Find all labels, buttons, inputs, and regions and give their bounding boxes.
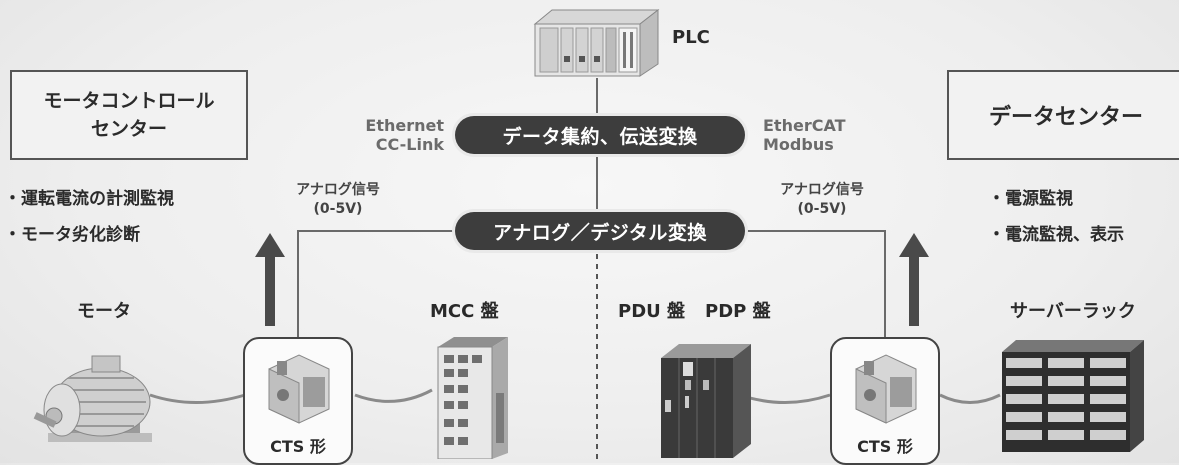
plc-label: PLC <box>672 27 710 48</box>
analog-signal-left-line2: (0-5V) <box>313 201 363 217</box>
mcc-panel-icon <box>432 333 510 460</box>
analog-signal-right: アナログ信号 (0-5V) <box>762 181 882 219</box>
motor-label: モータ <box>77 301 131 322</box>
up-arrow-right-icon <box>899 233 929 257</box>
data-center-label: データセンター <box>988 105 1143 130</box>
analog-signal-right-line1: アナログ信号 <box>780 182 864 198</box>
analog-signal-left-line1: アナログ信号 <box>296 182 380 198</box>
up-arrow-left-shaft <box>265 256 275 326</box>
protocol-left: Ethernet CC-Link <box>364 116 444 154</box>
analog-signal-left: アナログ信号 (0-5V) <box>278 181 398 219</box>
pdu-panel-icon <box>655 340 753 458</box>
server-rack-label: サーバーラック <box>1010 301 1136 322</box>
analog-signal-right-line2: (0-5V) <box>797 201 847 217</box>
pdp-label: PDP 盤 <box>705 301 771 322</box>
cts-sensor-right: CTS 形 <box>830 337 940 465</box>
data-aggregation-pill: データ集約、伝送変換 <box>455 116 745 154</box>
cts-sensor-left: CTS 形 <box>243 337 353 465</box>
current-sensor-icon <box>268 354 330 424</box>
motor-control-center-line1: モータコントロール <box>43 90 215 112</box>
current-sensor-icon <box>855 354 917 424</box>
mcc-label: MCC 盤 <box>430 301 499 322</box>
bullet-left-1: ・運転電流の計測監視 <box>4 189 174 209</box>
bullet-left-2: ・モータ劣化診断 <box>4 225 140 245</box>
pdu-label: PDU 盤 <box>618 301 686 322</box>
up-arrow-left-icon <box>255 233 285 257</box>
protocol-ethernet: Ethernet <box>365 116 444 135</box>
cts-right-label: CTS 形 <box>857 437 913 456</box>
bullet-right-2: ・電流監視、表示 <box>988 225 1124 245</box>
bullet-right-1: ・電源監視 <box>988 189 1073 209</box>
plc-icon <box>530 6 660 78</box>
data-center-box: データセンター <box>947 70 1179 160</box>
server-rack-icon <box>998 336 1146 454</box>
protocol-cc-link: CC-Link <box>375 135 444 154</box>
protocol-ethercat: EtherCAT <box>763 116 846 135</box>
ad-conversion-pill: アナログ／デジタル変換 <box>455 212 745 250</box>
protocol-right: EtherCAT Modbus <box>763 116 846 154</box>
up-arrow-right-shaft <box>909 256 919 326</box>
cts-left-label: CTS 形 <box>270 437 326 456</box>
motor-control-center-box: モータコントロール センター <box>10 70 248 160</box>
motor-icon <box>30 338 160 456</box>
motor-control-center-line2: センター <box>90 118 167 140</box>
protocol-modbus: Modbus <box>763 135 834 154</box>
